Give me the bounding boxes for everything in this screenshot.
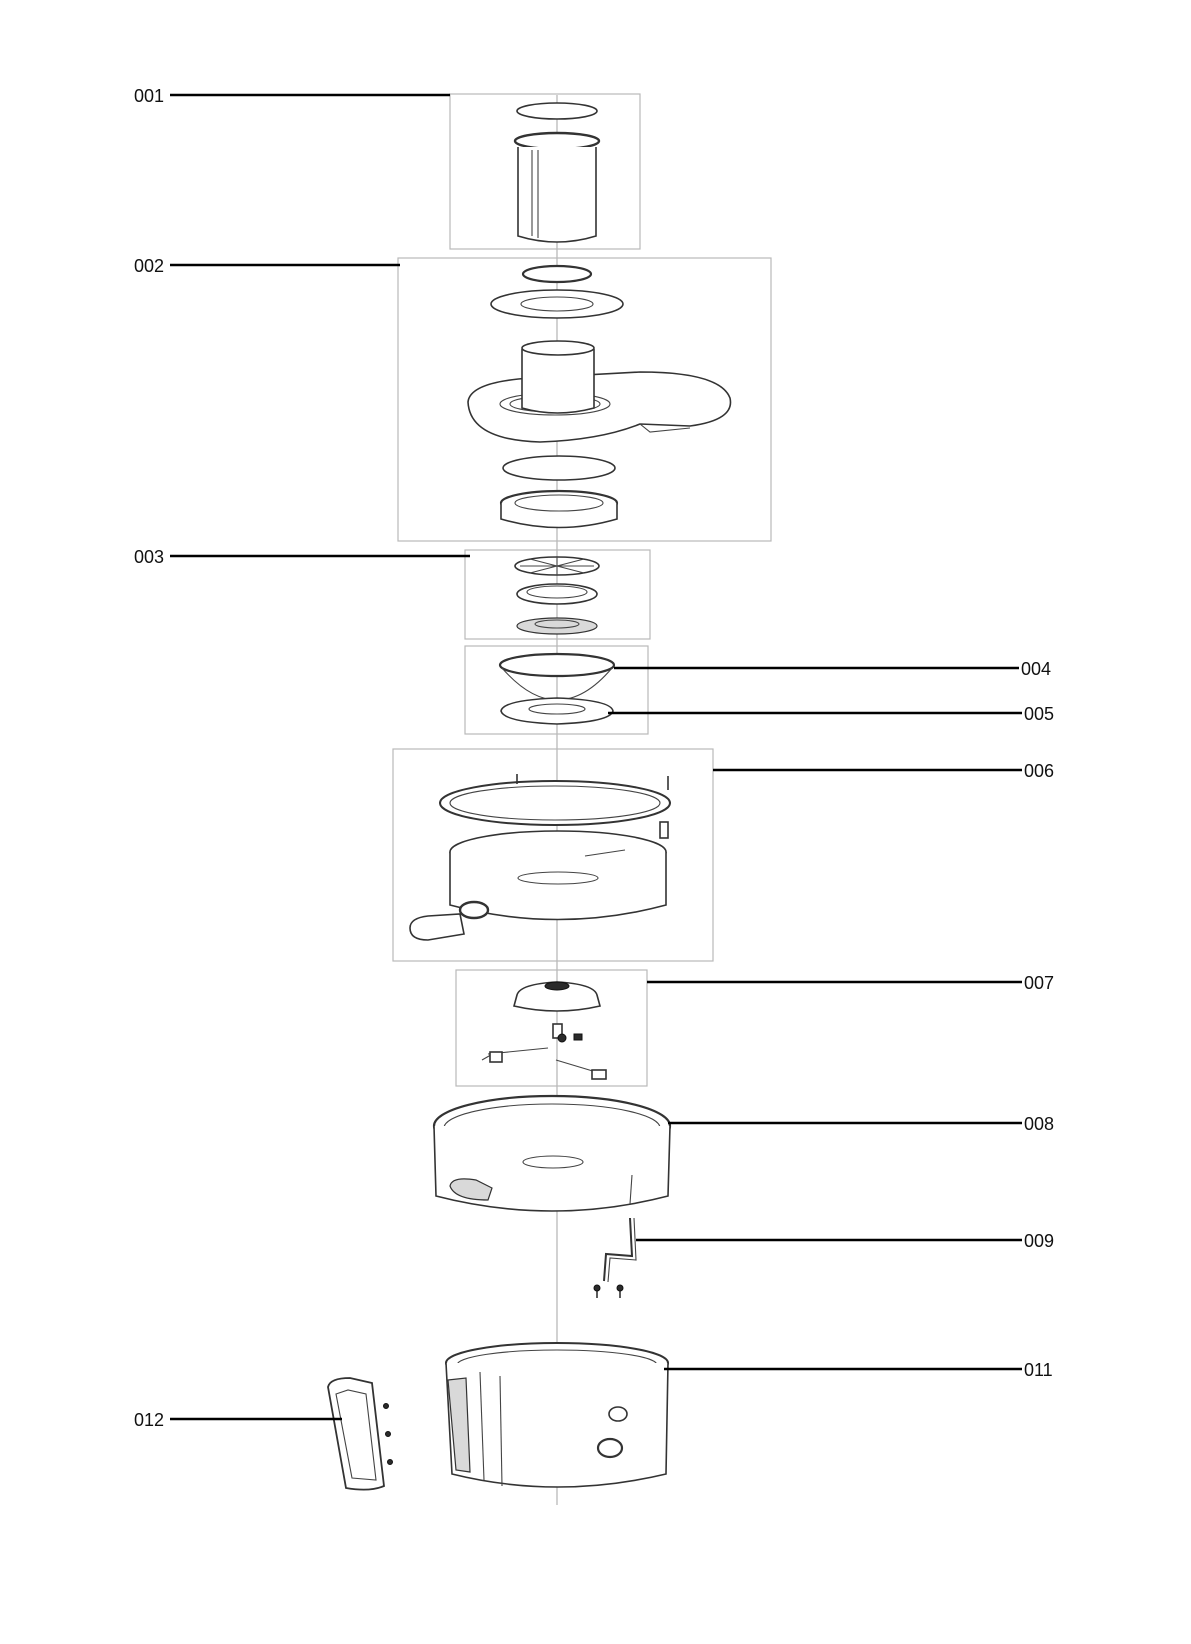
group-box-003 (464, 549, 651, 640)
part-label-008: 008 (1024, 1114, 1054, 1134)
part-label-005: 005 (1024, 704, 1054, 724)
group-box-007 (455, 969, 648, 1087)
part-009-safety-clip (593, 1217, 637, 1298)
part-label-002: 002 (134, 256, 164, 276)
part-004-005-seal-ring (464, 645, 649, 735)
group-box-001 (449, 93, 641, 250)
part-label-003: 003 (134, 547, 164, 567)
part-label-004: 004 (1021, 659, 1051, 679)
part-002-lid-assembly (397, 257, 772, 542)
part-008-upper-housing (432, 1094, 672, 1212)
part-label-007: 007 (1024, 973, 1054, 993)
part-006-juice-bowl (392, 748, 714, 962)
part-label-011: 011 (1024, 1360, 1053, 1380)
part-003-filter-set (464, 549, 651, 640)
group-box-002 (397, 257, 772, 542)
part-label-009: 009 (1024, 1231, 1054, 1251)
group-box-006 (392, 748, 714, 962)
part-label-001: 001 (134, 86, 164, 106)
part-label-006: 006 (1024, 761, 1054, 781)
group-box-004-005 (464, 645, 649, 735)
part-012-side-cover (327, 1377, 393, 1491)
part-011-motor-base (445, 1342, 669, 1488)
part-007-coupling (455, 969, 648, 1087)
part-001-pusher (449, 93, 641, 250)
part-label-012: 012 (134, 1410, 164, 1430)
